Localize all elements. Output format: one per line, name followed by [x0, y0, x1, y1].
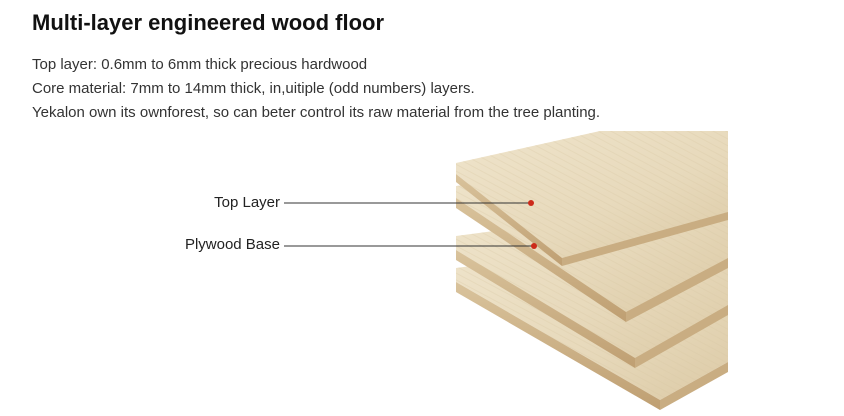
- description-line-top-layer: Top layer: 0.6mm to 6mm thick precious h…: [32, 56, 368, 73]
- description-list: Top layer: 0.6mm to 6mm thick precious h…: [32, 53, 600, 125]
- plank-1: [456, 131, 728, 266]
- description-line-core-material: Core material: 7mm to 14mm thick, in,uit…: [32, 80, 475, 97]
- top-layer-label: Top Layer: [214, 194, 280, 211]
- plywood-base-marker: [531, 243, 537, 249]
- description-line-forest: Yekalon own its ownforest, so can beter …: [32, 104, 601, 121]
- plywood-base-label: Plywood Base: [184, 236, 280, 253]
- top-layer-marker: [528, 200, 534, 206]
- page-title: Multi-layer engineered wood floor: [32, 10, 385, 35]
